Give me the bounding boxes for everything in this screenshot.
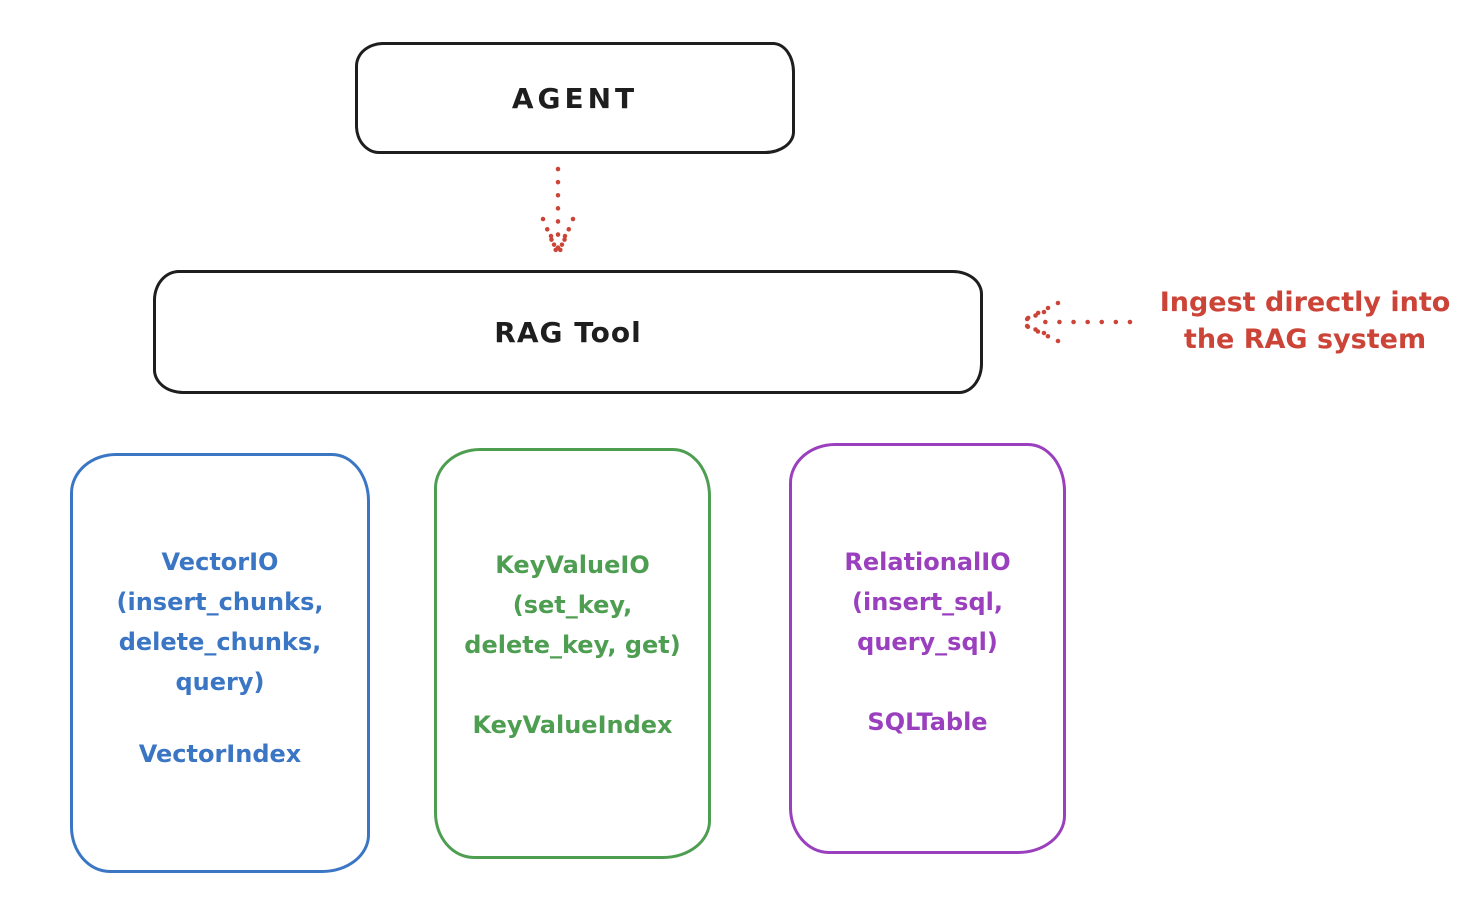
relational-io-content: RelationalIO (insert_sql, query_sql) SQL…	[792, 446, 1063, 742]
vector-index-label: VectorIndex	[138, 740, 302, 768]
relational-io-line: RelationalIO	[844, 548, 1011, 576]
rag-tool-node: RAG Tool	[153, 270, 983, 394]
vector-io-line: delete_chunks,	[118, 628, 322, 656]
relational-io-line: (insert_sql,	[852, 588, 1003, 616]
ingest-annotation-line2: the RAG system	[1183, 324, 1427, 355]
keyvalue-io-line: KeyValueIO	[495, 551, 650, 579]
vector-io-line: VectorIO	[161, 548, 279, 576]
annotation-arrow-head	[1017, 300, 1061, 344]
agent-to-ragtool-arrow-head-inner	[548, 233, 568, 256]
relational-io-box: RelationalIO (insert_sql, query_sql) SQL…	[789, 443, 1066, 854]
agent-to-ragtool-arrow-head	[540, 216, 576, 256]
sql-table-label: SQLTable	[867, 708, 988, 736]
annotation-arrow	[1017, 300, 1133, 344]
rag-tool-node-label: RAG Tool	[494, 315, 642, 349]
vector-io-content: VectorIO (insert_chunks, delete_chunks, …	[73, 456, 367, 774]
keyvalue-index-label: KeyValueIndex	[472, 711, 673, 739]
agent-to-ragtool-arrow	[540, 166, 576, 256]
keyvalue-io-content: KeyValueIO (set_key, delete_key, get) Ke…	[437, 451, 708, 745]
vector-io-box: VectorIO (insert_chunks, delete_chunks, …	[70, 453, 370, 873]
annotation-arrow-head-inner	[1017, 309, 1047, 336]
ingest-annotation: Ingest directly into the RAG system	[1135, 284, 1475, 358]
agent-node: AGENT	[355, 42, 795, 154]
keyvalue-io-line: delete_key, get)	[464, 631, 681, 659]
relational-io-line: query_sql)	[857, 628, 998, 656]
keyvalue-io-box: KeyValueIO (set_key, delete_key, get) Ke…	[434, 448, 711, 859]
keyvalue-io-line: (set_key,	[512, 591, 633, 619]
vector-io-line: (insert_chunks,	[116, 588, 324, 616]
agent-node-label: AGENT	[511, 81, 639, 115]
vector-io-line: query)	[175, 668, 265, 696]
ingest-annotation-line1: Ingest directly into	[1159, 287, 1451, 318]
